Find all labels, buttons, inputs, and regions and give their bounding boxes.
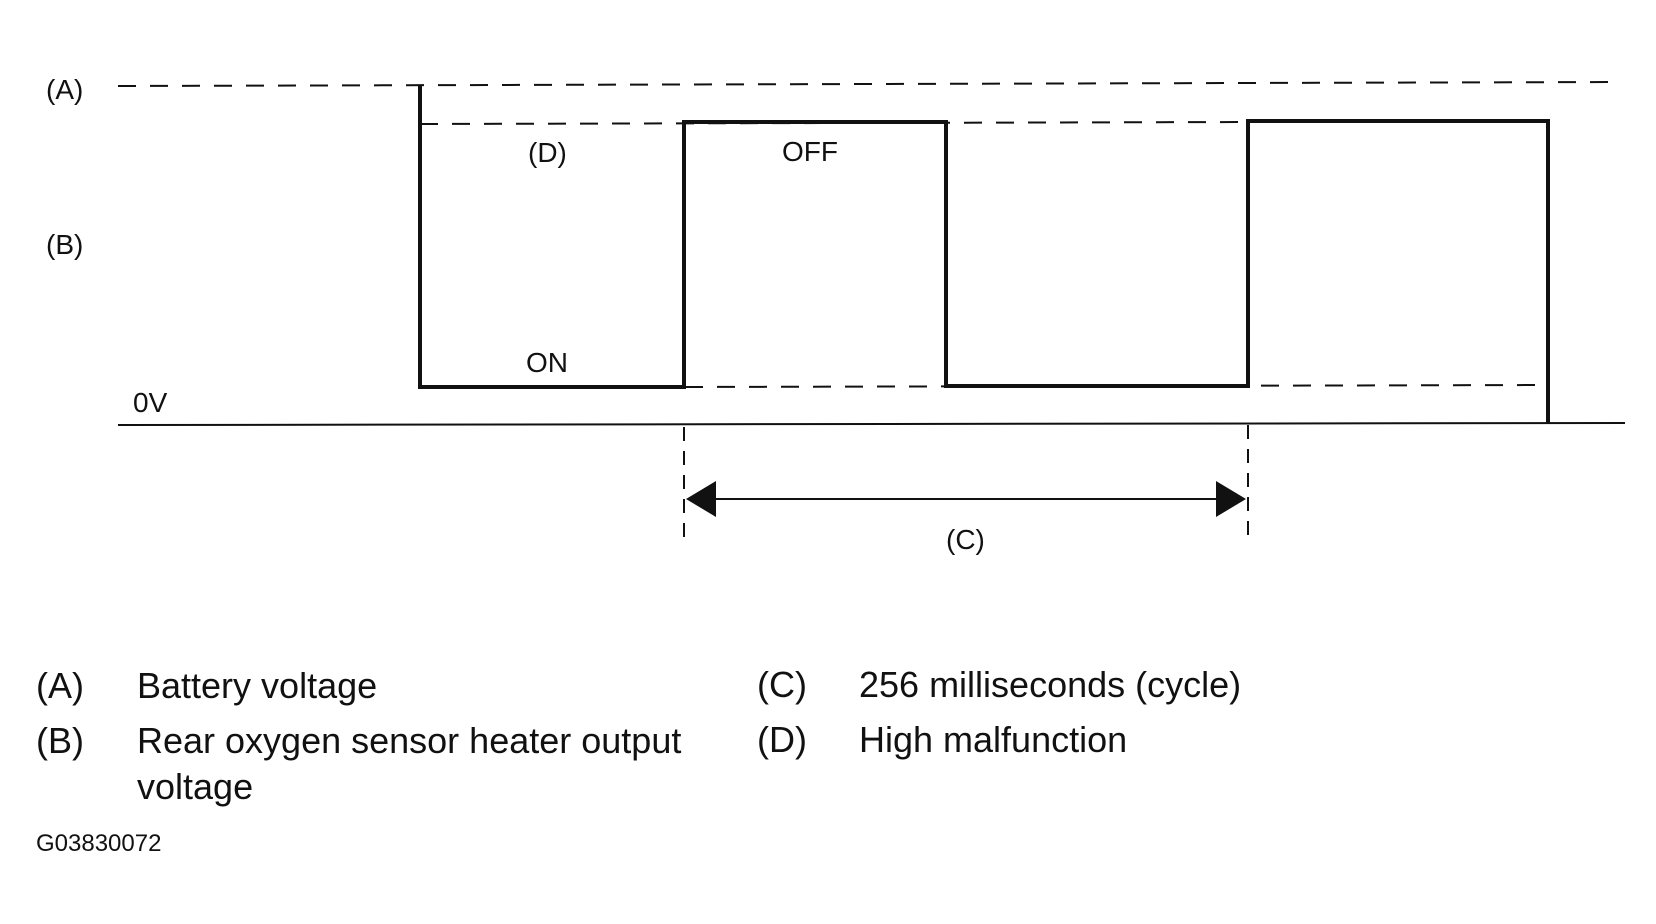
label-off: OFF [782,136,838,167]
figure-id: G03830072 [36,830,162,857]
label-d: (D) [528,137,567,168]
label-on: ON [526,347,568,378]
high-malfunction-level-line [419,121,1251,125]
label-c: (C) [946,524,985,555]
cycle-arrow-right-icon [1216,481,1246,517]
battery-voltage-reference-line [117,81,1621,87]
cycle-arrow-left-icon [686,481,716,517]
heater-output-waveform [418,86,1550,423]
label-b: (B) [46,229,83,260]
label-zero-volt: 0V [133,387,168,418]
zero-volt-baseline [117,422,1626,426]
label-a: (A) [46,74,83,105]
